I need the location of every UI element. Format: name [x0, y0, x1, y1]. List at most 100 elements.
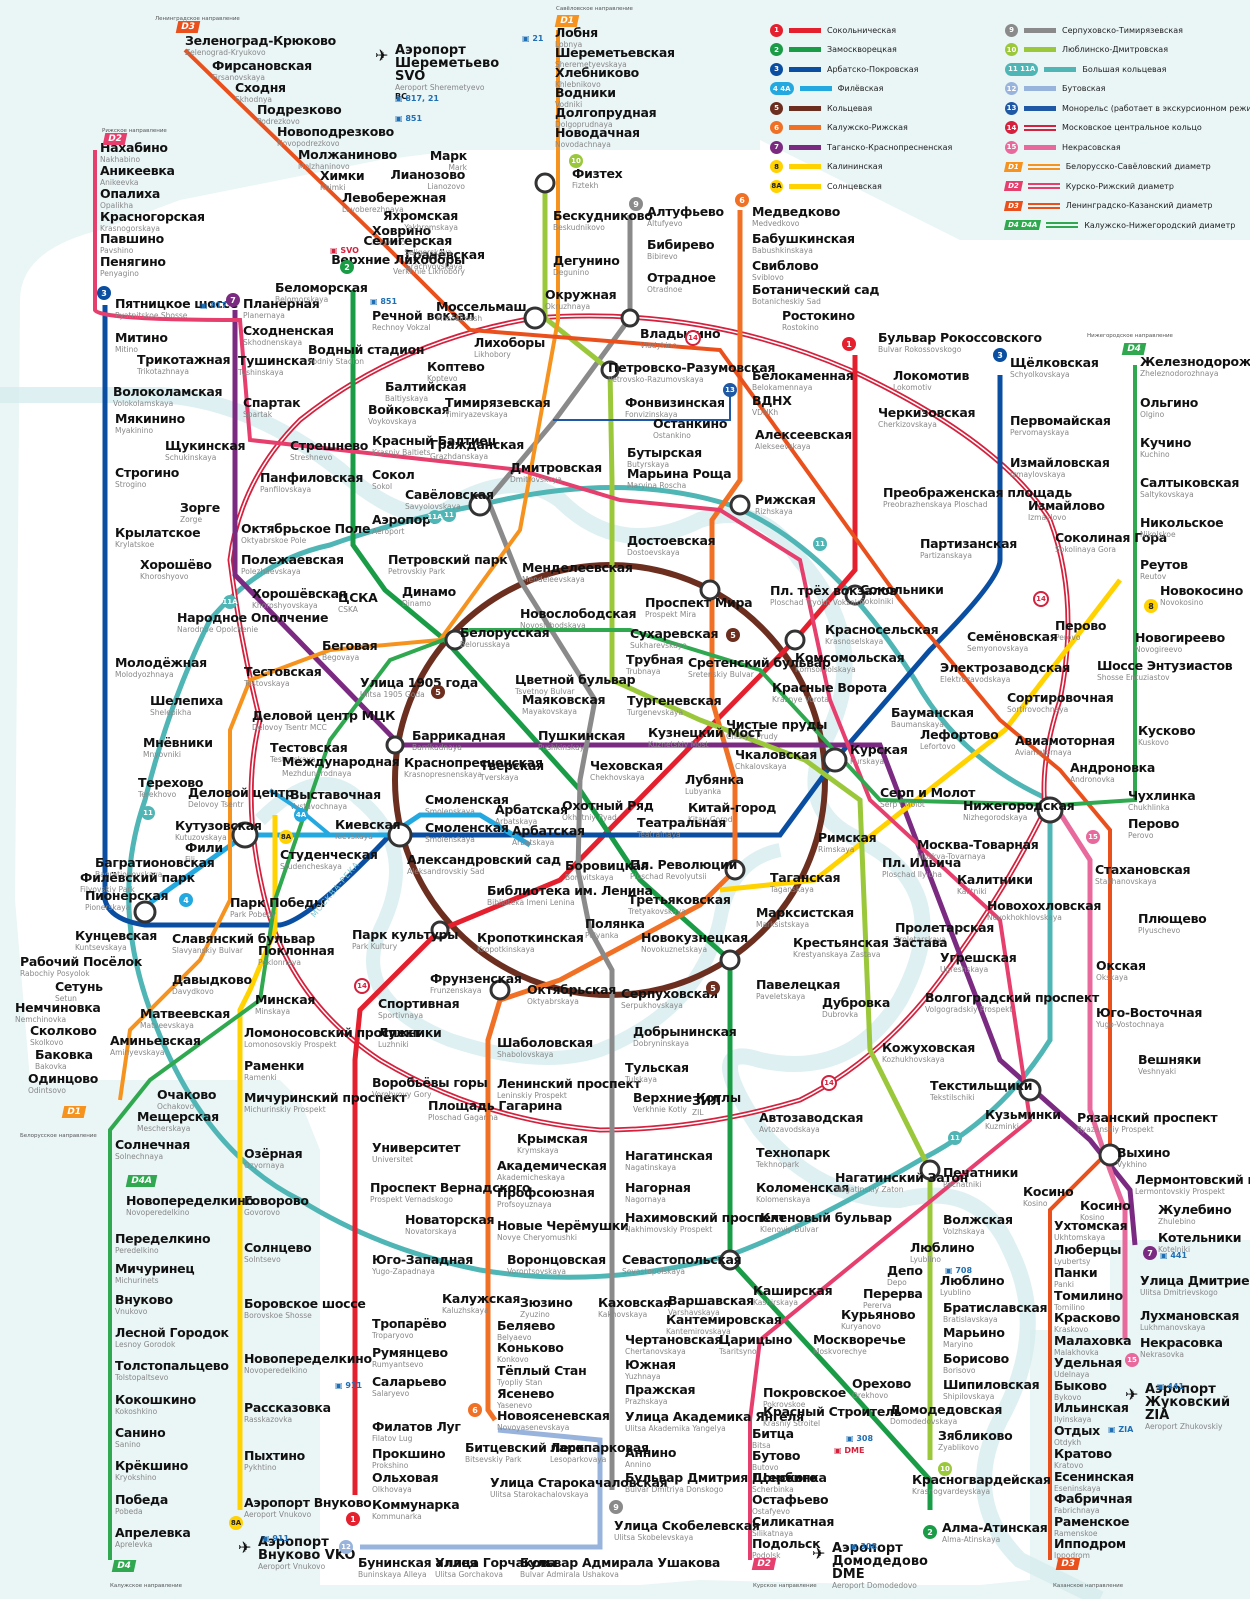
- station-label[interactable]: Улица ДмитриевскогоUlitsa Dmitrievskogo: [1140, 1274, 1250, 1296]
